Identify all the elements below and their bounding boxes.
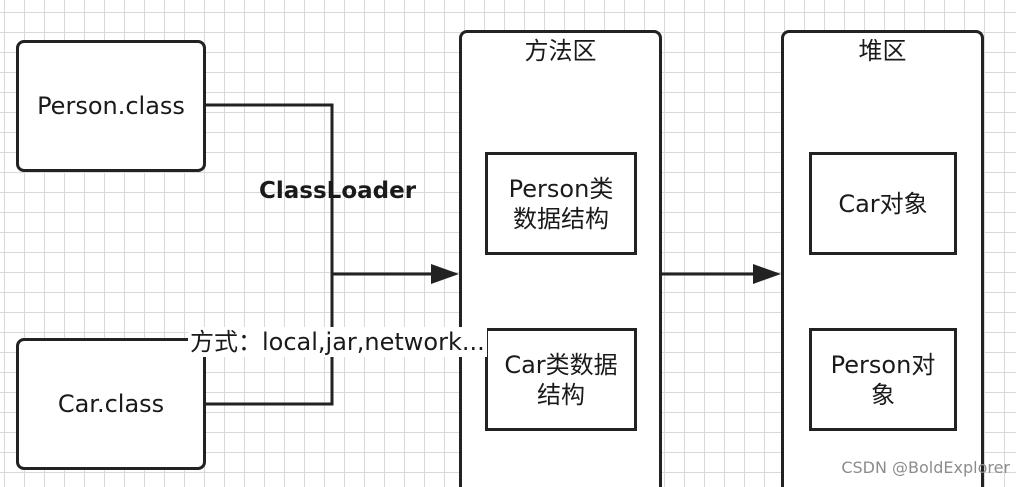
car-struct-node[interactable]: Car类数据 结构 xyxy=(485,328,637,431)
car-class-label: Car.class xyxy=(57,390,165,418)
classloader-label: ClassLoader xyxy=(259,178,417,204)
person-object-node[interactable]: Person对 象 xyxy=(809,328,957,431)
method-area-title: 方法区 xyxy=(524,37,597,65)
heap-title: 堆区 xyxy=(858,37,907,65)
car-object-node[interactable]: Car对象 xyxy=(809,152,957,255)
arrowhead-heap xyxy=(753,264,781,284)
car-class-node[interactable]: Car.class xyxy=(16,338,206,470)
car-object-label: Car对象 xyxy=(838,189,928,218)
person-class-label: Person.class xyxy=(37,92,185,120)
person-struct-node[interactable]: Person类 数据结构 xyxy=(485,152,637,255)
person-class-node[interactable]: Person.class xyxy=(16,40,206,172)
loading-mode-label: 方式：local,jar,network... xyxy=(188,327,487,357)
arrowhead-method-area xyxy=(431,264,459,284)
csdn-watermark: CSDN @BoldExplorer xyxy=(841,458,1010,477)
connector-person-class xyxy=(204,103,334,274)
person-object-label: Person对 象 xyxy=(830,350,936,409)
car-struct-label: Car类数据 结构 xyxy=(504,350,618,409)
connector-car-class xyxy=(204,274,334,406)
person-struct-label: Person类 数据结构 xyxy=(508,174,614,233)
